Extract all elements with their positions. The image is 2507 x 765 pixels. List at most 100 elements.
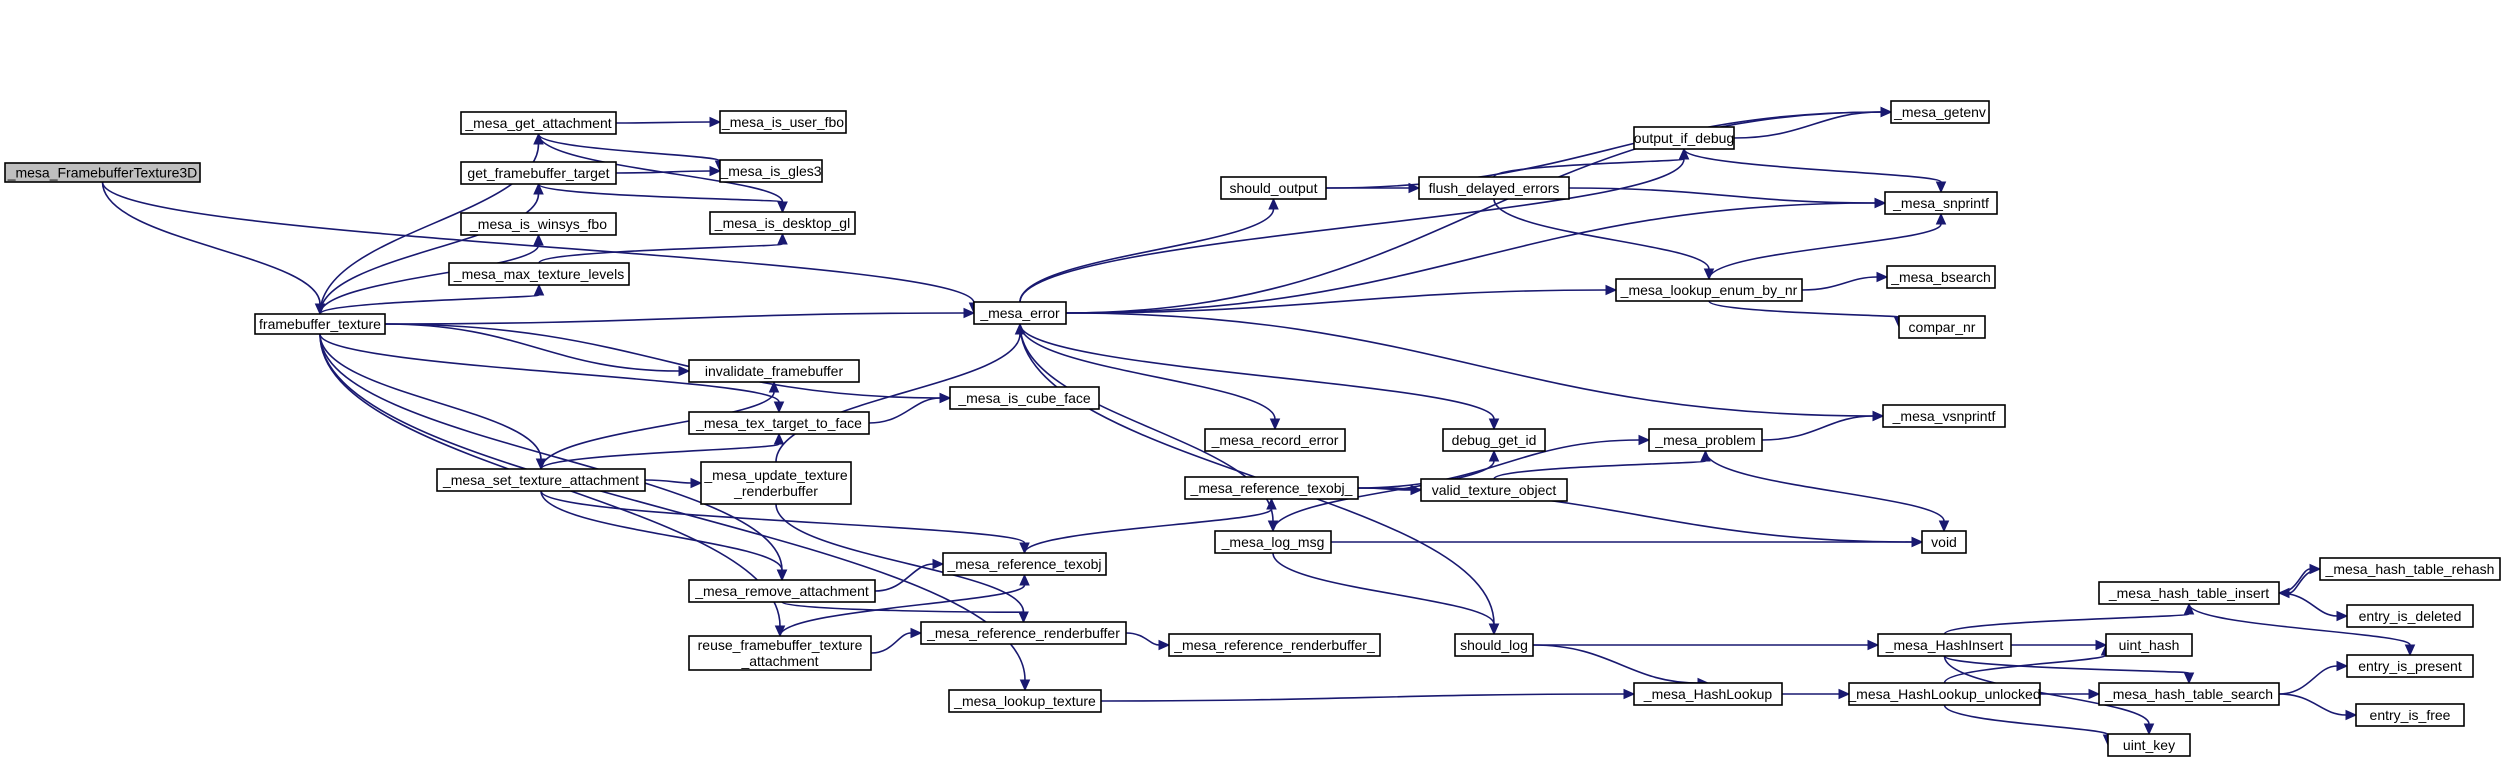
arrowhead	[932, 558, 945, 570]
node-entry-is-free[interactable]: entry_is_free	[2355, 703, 2465, 727]
edge-mesa-error-to-mesa-getenv	[1065, 111, 1882, 314]
node-label: _mesa_set_texture_attachment	[442, 472, 639, 488]
node-ht-search[interactable]: _mesa_hash_table_search	[2098, 682, 2280, 706]
node-output-if-debug[interactable]: output_if_debug	[1633, 126, 1735, 150]
node-is-user-fbo[interactable]: _mesa_is_user_fbo	[719, 110, 847, 134]
arrowhead	[773, 401, 785, 414]
node-ref-texobj[interactable]: _mesa_reference_texobj	[942, 552, 1107, 576]
node-is-winsys-fbo[interactable]: _mesa_is_winsys_fbo	[460, 212, 617, 236]
node-label: _mesa_HashInsert	[1885, 637, 2004, 653]
arrowhead	[1872, 410, 1885, 422]
node-framebuffer-texture[interactable]: framebuffer_texture	[254, 313, 386, 335]
node-mesa-bsearch[interactable]: _mesa_bsearch	[1886, 265, 1996, 289]
edge-lookup-enum-to-mesa-snprintf	[1708, 223, 1942, 280]
node-hash-insert[interactable]: _mesa_HashInsert	[1877, 633, 2012, 657]
node-max-tex-levels[interactable]: _mesa_max_texture_levels	[448, 262, 630, 286]
edge-get-fb-target-to-is-desktop-gl	[537, 183, 784, 203]
node-invalidate-fb[interactable]: invalidate_framebuffer	[688, 359, 860, 383]
edge-hash-insert-to-ht-insert	[1943, 613, 2190, 635]
node-label: _mesa_bsearch	[1890, 269, 1991, 285]
node-ht-rehash[interactable]: _mesa_hash_table_rehash	[2319, 557, 2501, 581]
node-ref-rb[interactable]: _mesa_reference_renderbuffer	[920, 621, 1127, 645]
edge-mesa-error-to-record-error	[1019, 323, 1276, 420]
node-is-gles3[interactable]: _mesa_is_gles3	[719, 159, 823, 183]
node-ht-insert[interactable]: _mesa_hash_table_insert	[2098, 581, 2280, 605]
node-label: _mesa_FramebufferTexture3D	[7, 165, 198, 181]
edge-output-if-debug-to-mesa-getenv	[1733, 111, 1882, 139]
node-set-tex-attach[interactable]: _mesa_set_texture_attachment	[436, 468, 646, 492]
node-label: _mesa_is_user_fbo	[721, 114, 844, 130]
node-label: debug_get_id	[1452, 432, 1537, 448]
node-box	[460, 111, 617, 135]
edge-set-tex-attach-to-remove-attach	[540, 490, 783, 571]
node-entry-is-deleted[interactable]: entry_is_deleted	[2346, 604, 2474, 628]
node-mesa-error[interactable]: _mesa_error	[973, 301, 1067, 325]
node-label: _mesa_is_desktop_gl	[714, 215, 850, 231]
node-reuse-fb-tex[interactable]: reuse_framebuffer_texture_attachment	[688, 635, 872, 671]
arrowhead	[1638, 434, 1651, 446]
node-should-log[interactable]: should_log	[1454, 633, 1534, 657]
edge-framebuffer-texture-to-mesa-error	[384, 312, 965, 325]
node-box	[1442, 428, 1546, 452]
arrowhead	[1268, 197, 1279, 210]
arrowhead	[1408, 182, 1421, 194]
node-label: _mesa_snprintf	[1892, 195, 1989, 211]
arrowhead	[2336, 610, 2349, 622]
node-is-desktop-gl[interactable]: _mesa_is_desktop_gl	[709, 211, 856, 235]
edge-set-tex-attach-to-ref-texobj	[540, 490, 1026, 544]
edge-mesa-error-to-should-output	[1019, 208, 1275, 303]
node-label: _mesa_update_texture	[703, 467, 847, 483]
edge-mesa-error-to-output-if-debug	[1019, 158, 1685, 303]
node-box	[1204, 428, 1346, 452]
node-is-cube-face[interactable]: _mesa_is_cube_face	[949, 386, 1100, 410]
node-get-attachment[interactable]: _mesa_get_attachment	[460, 111, 617, 135]
edge-remove-attach-to-ref-rb	[781, 601, 1025, 614]
node-mesa-snprintf[interactable]: _mesa_snprintf	[1884, 191, 1998, 215]
arrowhead	[1019, 679, 1031, 692]
node-label: _mesa_hash_table_insert	[2108, 585, 2269, 601]
node-remove-attach[interactable]: _mesa_remove_attachment	[688, 579, 876, 603]
node-tex-target-to-face[interactable]: _mesa_tex_target_to_face	[688, 411, 870, 435]
arrowhead	[1838, 688, 1851, 700]
node-hash-lookup-unlocked[interactable]: _mesa_HashLookup_unlocked	[1847, 682, 2041, 706]
edge-ht-search-to-entry-is-free	[2278, 693, 2347, 716]
node-lookup-texture[interactable]: _mesa_lookup_texture	[948, 689, 1102, 713]
node-debug-get-id[interactable]: debug_get_id	[1442, 428, 1546, 452]
node-void[interactable]: void	[1921, 530, 1967, 554]
node-record-error[interactable]: _mesa_record_error	[1204, 428, 1346, 452]
node-should-output[interactable]: should_output	[1220, 176, 1327, 200]
arrowhead	[963, 307, 976, 319]
node-compar-nr[interactable]: compar_nr	[1898, 315, 1986, 339]
arrowhead	[690, 477, 703, 489]
node-entry-is-present[interactable]: entry_is_present	[2346, 654, 2474, 678]
node-get-fb-target[interactable]: get_framebuffer_target	[460, 161, 617, 185]
node-mesa-vsnprintf[interactable]: _mesa_vsnprintf	[1882, 404, 2006, 428]
node-flush-delayed[interactable]: flush_delayed_errors	[1418, 176, 1570, 200]
node-valid-tex-obj[interactable]: valid_texture_object	[1420, 478, 1568, 502]
node-mesa-problem[interactable]: _mesa_problem	[1648, 428, 1763, 452]
node-box	[688, 635, 872, 671]
node-box	[1418, 176, 1570, 200]
node-box	[719, 110, 847, 134]
node-uint-hash[interactable]: uint_hash	[2105, 633, 2193, 657]
node-update-tex-rb[interactable]: _mesa_update_texture_renderbuffer	[700, 461, 852, 505]
edge-update-tex-rb-to-ref-rb	[775, 503, 1025, 613]
arrowhead	[1911, 536, 1924, 548]
arrowhead	[2095, 639, 2108, 651]
arrowhead	[533, 283, 545, 296]
arrowhead	[1623, 688, 1636, 700]
node-ref-texobj-[interactable]: _mesa_reference_texobj_	[1184, 476, 1359, 500]
node-label: _mesa_get_attachment	[464, 115, 611, 131]
node-mesa-getenv[interactable]: _mesa_getenv	[1890, 100, 1990, 124]
node-uint-key[interactable]: uint_key	[2107, 733, 2191, 757]
node-box	[688, 411, 870, 435]
node-lookup-enum[interactable]: _mesa_lookup_enum_by_nr	[1615, 278, 1803, 302]
node-hash-lookup[interactable]: _mesa_HashLookup	[1633, 682, 1783, 706]
node-label: _mesa_is_cube_face	[957, 390, 1091, 406]
edge-set-tex-attach-to-update-tex-rb	[644, 479, 692, 484]
node-log-msg[interactable]: _mesa_log_msg	[1214, 530, 1332, 554]
node-ref-rb-[interactable]: _mesa_reference_renderbuffer_	[1168, 633, 1381, 657]
node-label: _mesa_reference_texobj_	[1190, 480, 1353, 496]
node-framebuffertexture3d[interactable]: _mesa_FramebufferTexture3D	[4, 162, 201, 183]
arrowhead	[533, 233, 544, 246]
